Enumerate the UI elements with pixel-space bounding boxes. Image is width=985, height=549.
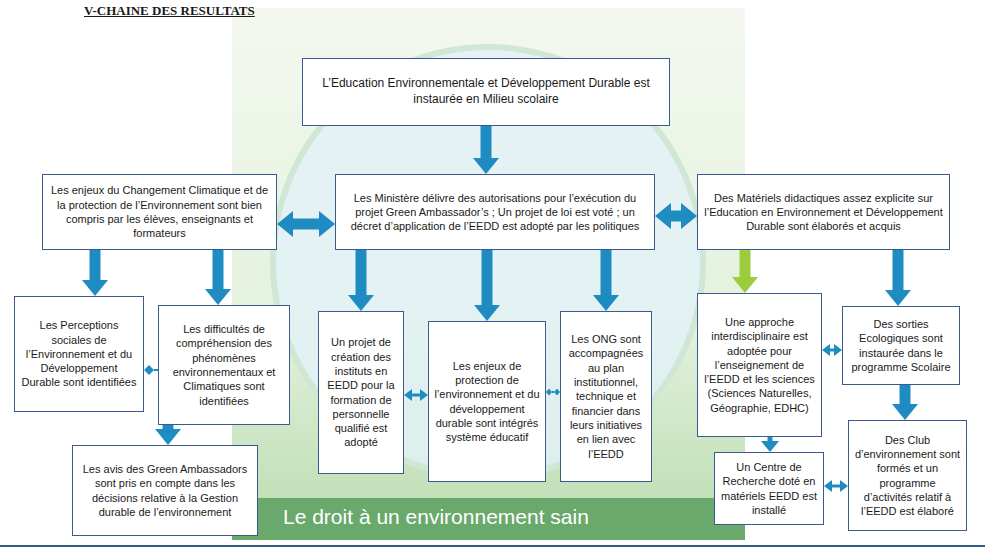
watermark-band	[232, 498, 745, 540]
box-text: Les enjeux du Changement Climatique et d…	[48, 183, 271, 240]
connector-arrow	[832, 485, 840, 488]
connector-arrow	[356, 250, 367, 295]
bottom-rule	[0, 545, 985, 547]
connector-arrow	[768, 437, 773, 441]
background-panel	[232, 8, 745, 540]
connector-arrow	[740, 250, 751, 277]
connector-arrow	[601, 250, 612, 295]
connector-arrow	[481, 126, 492, 158]
result-box: Les enjeux du Changement Climatique et d…	[42, 174, 277, 250]
box-text: Les Perceptions sociales de l’Environnem…	[20, 318, 138, 389]
connector-arrow	[893, 250, 904, 290]
box-text: Une approche interdisciplinaire est adop…	[703, 315, 816, 415]
result-box: L’Education Environnementale et Développ…	[302, 58, 670, 126]
box-text: Les avis des Green Ambassadors sont pris…	[78, 462, 252, 519]
result-box: Les Ministère délivre des autorisations …	[335, 174, 655, 250]
result-box: Un projet de création des instituts en E…	[318, 311, 404, 474]
box-text: Les ONG sont accompagnées au plan instit…	[566, 332, 646, 461]
globe-ring	[273, 47, 703, 477]
box-text: L’Education Environnementale et Développ…	[308, 76, 664, 107]
connector-arrow	[90, 250, 101, 280]
box-text: Un Centre de Recherche doté en matériels…	[720, 460, 818, 517]
connector-arrow	[552, 391, 554, 393]
box-text: Les Ministère délivre des autorisations …	[341, 191, 649, 234]
result-box: Des Matériels didactiques assez explicit…	[697, 174, 950, 250]
box-text: Des Matériels didactiques assez explicit…	[703, 191, 944, 234]
result-box: Des Club d’environnement sont formés et …	[848, 420, 967, 531]
result-box: Des sorties Ecologiques sont instaurée d…	[842, 306, 960, 385]
globe-watermark	[273, 47, 703, 477]
connector-arrow	[213, 250, 224, 289]
connector-arrow	[671, 211, 681, 222]
connector-arrow	[900, 385, 911, 404]
page-title: V-CHAINE DES RESULTATS	[84, 3, 255, 19]
connector-arrow	[830, 349, 834, 352]
result-box: Les ONG sont accompagnées au plan instit…	[560, 311, 652, 482]
result-box: Une approche interdisciplinaire est adop…	[697, 293, 822, 437]
box-text: Des sorties Ecologiques sont instaurée d…	[848, 317, 954, 374]
box-text: Des Club d’environnement sont formés et …	[854, 433, 961, 519]
result-box: Les enjeux de protection de l’environnem…	[428, 321, 546, 482]
box-text: Les enjeux de protection de l’environnem…	[434, 359, 540, 445]
result-box: Les avis des Green Ambassadors sont pris…	[72, 445, 258, 536]
connector-arrow	[482, 250, 493, 305]
watermark-text: Le droit à un environnement sain	[283, 505, 589, 529]
box-text: Les difficultés de compréhension des phé…	[164, 322, 284, 408]
box-text: Un projet de création des instituts en E…	[324, 335, 398, 449]
connector-arrow	[163, 425, 174, 429]
result-box: Les difficultés de compréhension des phé…	[158, 305, 290, 425]
result-box: Les Perceptions sociales de l’Environnem…	[14, 296, 144, 412]
connector-arrow	[293, 219, 319, 230]
connector-arrow	[412, 394, 420, 397]
result-box: Un Centre de Recherche doté en matériels…	[714, 452, 824, 525]
